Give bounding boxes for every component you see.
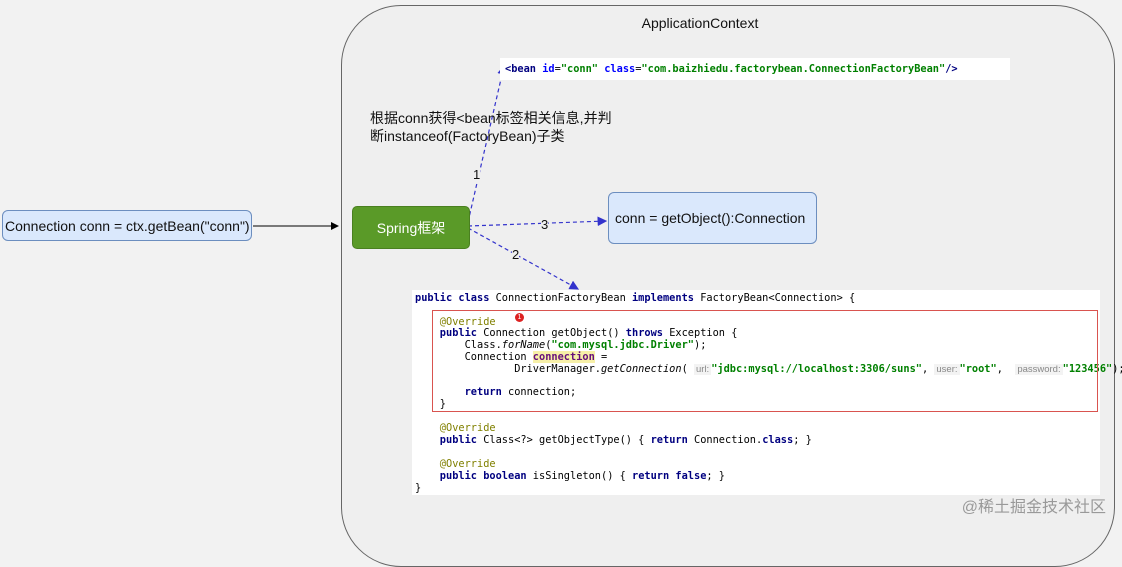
code-token: /> [945,63,958,75]
code-token: Class. [415,339,502,351]
code-token: } [415,482,422,494]
code-token: <bean [505,63,543,75]
code-token: url: [693,364,712,375]
code-line: public class ConnectionFactoryBean imple… [415,292,855,304]
step-label-1: 1 [473,167,481,182]
code-token: forName [501,339,546,351]
code-token: getConnection [600,363,682,375]
code-token: ConnectionFactoryBean [495,292,632,304]
code-token: password: [1015,364,1063,375]
arrow-step-2 [467,227,580,290]
context-title: ApplicationContext [641,15,759,31]
note-line: 根据conn获得<bean标签相关信息,并判 [370,110,612,126]
code-token: @Override [415,422,496,434]
code-line: Class.forName("com.mysql.jdbc.Driver"); [415,339,707,351]
code-line: public Connection getObject() throws Exc… [415,327,738,339]
get-bean-call-box: Connection conn = ctx.getBean("conn") [2,210,252,241]
code-token: Connection getObject() [483,327,626,339]
code-line: DriverManager.getConnection( url:"jdbc:m… [415,363,1122,376]
code-token: return [415,386,508,398]
code-token: ; } [706,470,726,482]
code-line: } [415,398,446,410]
error-badge-icon: 1 [515,313,524,322]
code-token: @Override [415,316,496,328]
code-token: "conn" [560,63,605,75]
code-token: ); [694,339,707,351]
code-token: "com.mysql.jdbc.Driver" [551,339,694,351]
code-token: public [415,327,484,339]
code-line: public Class<?> getObjectType() { return… [415,434,812,446]
bean-xml-snippet: <bean id="conn" class="com.baizhiedu.fac… [500,58,1010,80]
code-token: public boolean [415,470,533,482]
code-token: = [635,63,642,75]
code-token: ); [1112,363,1122,375]
code-token: "jdbc:mysql://localhost:3306/suns" [711,363,922,375]
code-token: class [762,434,794,446]
code-token: } [415,398,446,410]
code-token: class [604,63,636,75]
code-line: } [415,482,421,494]
code-token: ( [681,363,694,375]
code-token: id [542,63,555,75]
code-token: , [996,363,1016,375]
get-object-highlight [432,310,1098,412]
step-1-note: 根据conn获得<bean标签相关信息,并判 断instanceof(Facto… [370,109,612,145]
code-token: return false [632,470,707,482]
spring-framework-box: Spring框架 [352,206,470,249]
code-line: return connection; [415,386,577,398]
code-token: return [650,434,694,446]
code-token: isSingleton() { [532,470,632,482]
code-token: "com.baizhiedu.factorybean.ConnectionFac… [641,63,946,75]
factory-bean-code: public class ConnectionFactoryBean imple… [412,290,1122,495]
code-token: Connection [415,351,533,363]
step-label-2: 2 [512,247,520,262]
note-line: 断instanceof(FactoryBean)子类 [370,128,565,144]
watermark: @稀土掘金技术社区 [961,499,1106,516]
code-token: = [594,351,608,363]
code-line: public boolean isSingleton() { return fa… [415,470,725,482]
code-token: "123456" [1062,363,1113,375]
code-token: Connection. [694,434,763,446]
code-token: Exception { [669,327,738,339]
arrow-step-1 [467,64,507,223]
code-token: implements [631,292,701,304]
code-line: @Override [415,316,496,328]
code-token: public [415,434,484,446]
code-line: Connection connection = [415,351,607,363]
code-token: DriverManager. [415,363,601,375]
code-token: , [921,363,935,375]
code-token: = [554,63,561,75]
code-line: @Override [415,422,496,434]
code-token: connection; [508,386,577,398]
code-token: "root" [959,363,997,375]
code-token: user: [934,364,960,375]
step-label-3: 3 [541,217,549,232]
code-line: @Override [415,458,496,470]
code-token: Class<?> getObjectType() { [483,434,651,446]
arrow-step-3 [467,216,608,227]
code-token: FactoryBean<Connection> { [700,292,856,304]
get-object-result-box: conn = getObject():Connection [608,192,817,244]
code-token: @Override [415,458,496,470]
code-token: ; } [793,434,812,446]
code-token: ( [545,339,552,351]
code-token: public class [415,292,496,304]
code-token: connection [532,351,595,363]
code-token: throws [625,327,670,339]
connectors [253,64,608,290]
